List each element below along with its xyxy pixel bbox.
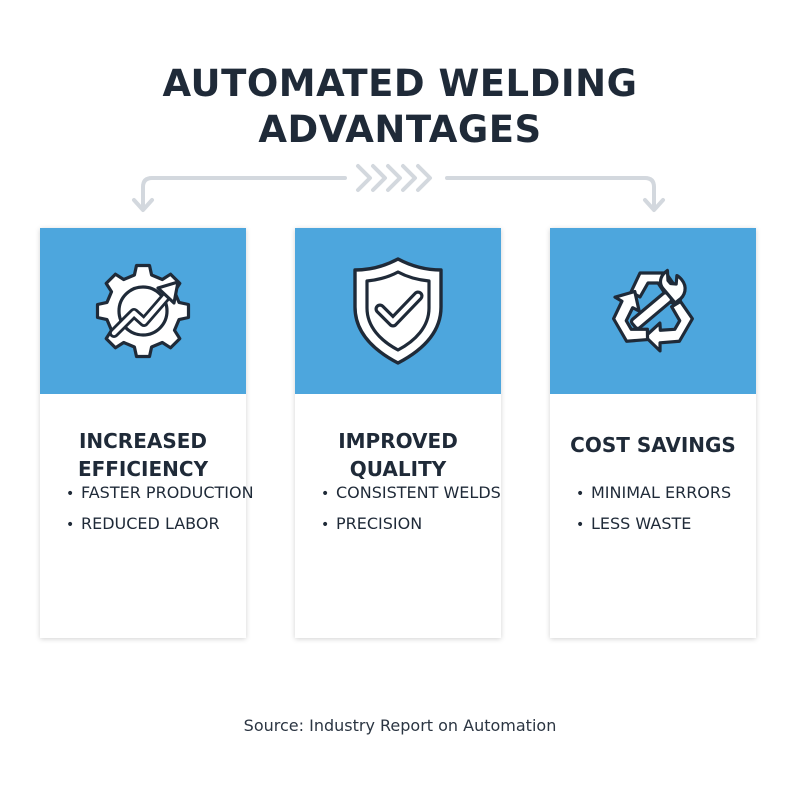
title-line-2: ADVANTAGES (258, 107, 542, 151)
chevron-right-icon (401, 164, 417, 192)
recycle-arrow (611, 289, 650, 343)
recycle-arrow (643, 299, 695, 353)
benefit-list: MINIMAL ERRORS LESS WASTE (576, 478, 731, 540)
connector-arrowhead-right (643, 198, 665, 212)
card-header (550, 228, 756, 394)
flow-connector (132, 164, 665, 212)
connector-line-right (445, 176, 656, 210)
card-cost-savings: COST SAVINGS MINIMAL ERRORS LESS WASTE (550, 228, 756, 638)
card-title: COST SAVINGS (570, 432, 736, 457)
card-title: IMPROVED QUALITY (338, 428, 458, 481)
list-item: PRECISION (321, 509, 501, 540)
list-item: LESS WASTE (576, 509, 731, 540)
chevron-right-icon (416, 164, 432, 192)
card-header (40, 228, 246, 394)
list-item: MINIMAL ERRORS (576, 478, 731, 509)
recycle-wrench-icon (611, 268, 695, 353)
chevron-right-icon (386, 164, 402, 192)
shield-check-icon (353, 257, 443, 365)
page-title: AUTOMATED WELDING ADVANTAGES (0, 61, 800, 153)
list-item: REDUCED LABOR (66, 509, 254, 540)
card-improved-quality: IMPROVED QUALITY CONSISTENT WELDS PRECIS… (295, 228, 501, 638)
connector-arrowhead-left (132, 198, 154, 212)
card-title: INCREASED EFFICIENCY (77, 428, 209, 481)
list-item: FASTER PRODUCTION (66, 478, 254, 509)
card-header (295, 228, 501, 394)
list-item: CONSISTENT WELDS (321, 478, 501, 509)
gear-outline (95, 263, 191, 359)
chevron-right-icon (371, 164, 387, 192)
title-line-1: AUTOMATED WELDING (162, 61, 638, 105)
benefit-list: CONSISTENT WELDS PRECISION (321, 478, 501, 540)
benefit-list: FASTER PRODUCTION REDUCED LABOR (66, 478, 254, 540)
chevron-right-icon (356, 164, 372, 192)
source-note: Source: Industry Report on Automation (243, 716, 557, 735)
gear-growth-arrow-icon (95, 263, 191, 359)
card-increased-efficiency: INCREASED EFFICIENCY FASTER PRODUCTION R… (40, 228, 254, 638)
connector-line-left (141, 176, 347, 210)
